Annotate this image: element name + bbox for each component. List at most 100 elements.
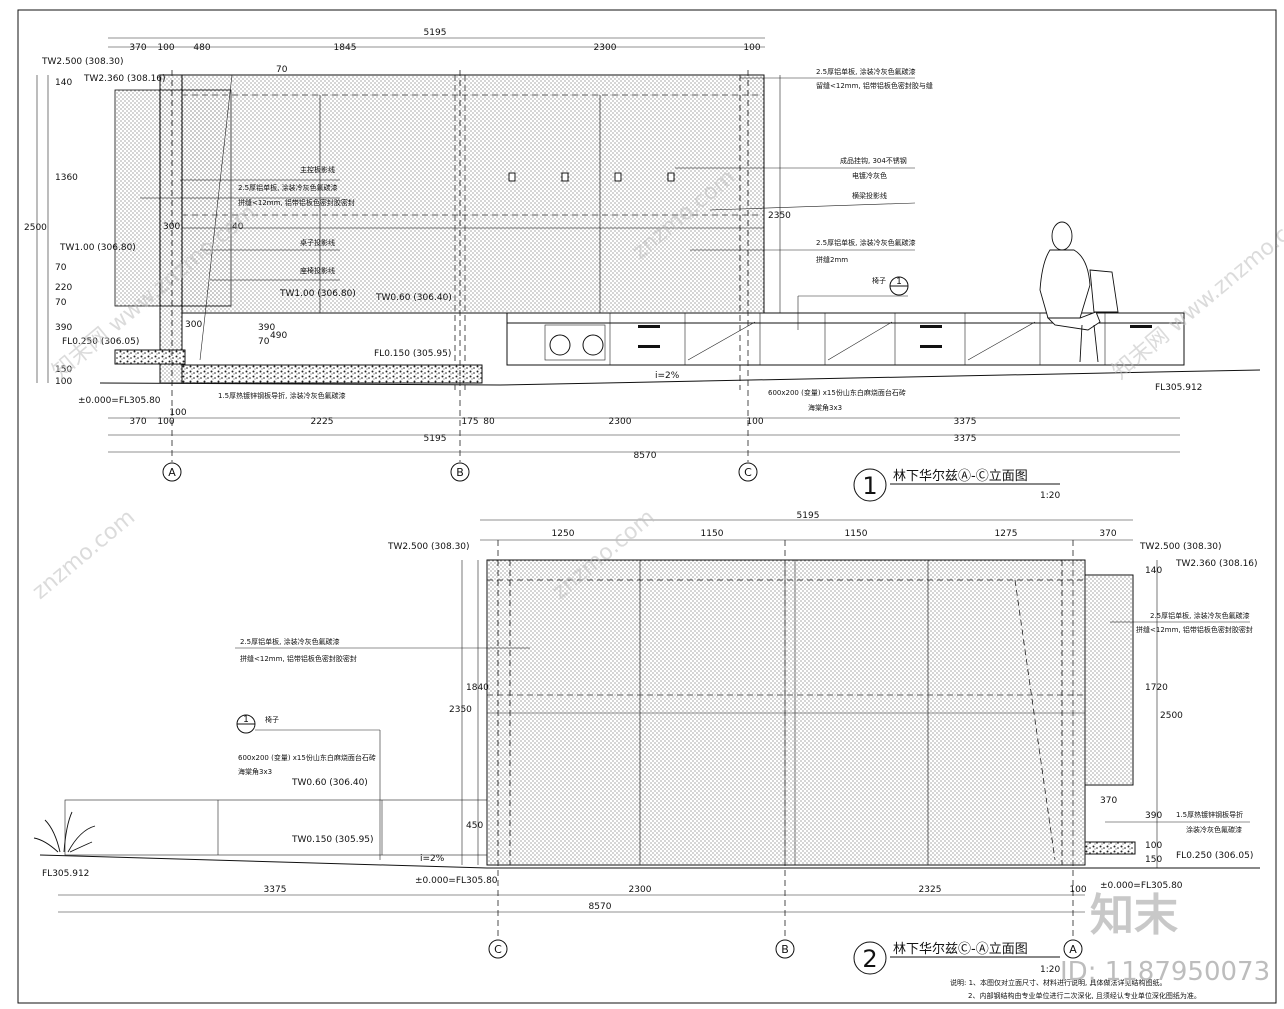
dim-label: 3375 bbox=[954, 434, 977, 444]
svg-text:1: 1 bbox=[243, 715, 249, 725]
dim-top-total: 5195 bbox=[424, 28, 447, 38]
elevation-label: TW1.00 (306.80) bbox=[59, 243, 136, 253]
dim-label: 40 bbox=[232, 222, 244, 232]
note-text: 拼缝<12mm, 铝带铝板色密封胶密封 bbox=[238, 198, 355, 207]
dim-label: 2300 bbox=[594, 43, 617, 53]
footer-note: 2、内部钢结构由专业单位进行二次深化, 且须经认专业单位深化图纸为准。 bbox=[968, 991, 1201, 1000]
elevation-1: A B C 5195 370 100 480 1845 2300 100 370… bbox=[24, 28, 1261, 502]
drawing-title: 林下华尔兹Ⓐ-Ⓒ立面图 bbox=[893, 469, 1028, 484]
dim-label: 70 bbox=[55, 263, 67, 273]
dim-label: 1250 bbox=[552, 529, 575, 539]
footer-note: 说明: 1、本图仅对立面尺寸、材料进行说明, 具体做法详见结构图纸。 bbox=[950, 978, 1167, 987]
dim-label: 100 bbox=[1069, 885, 1086, 895]
elevation-label: ±0.000=FL305.80 bbox=[415, 876, 498, 886]
dim-label: 220 bbox=[55, 283, 72, 293]
dim-label: 2500 bbox=[24, 223, 47, 233]
dim-label: 1150 bbox=[701, 529, 724, 539]
detail-reference-bubble: 1 椅子 bbox=[236, 714, 381, 860]
dim-label: 450 bbox=[466, 821, 483, 831]
brand-logo: 知末 bbox=[1090, 890, 1178, 941]
dim-label: 100 bbox=[1145, 841, 1162, 851]
dim-label: 100 bbox=[157, 417, 174, 427]
elevation-label: TW2.500 (308.30) bbox=[387, 542, 470, 552]
main-panel-2 bbox=[486, 559, 1086, 866]
note-text: 横梁投影线 bbox=[852, 191, 887, 200]
main-panel-1 bbox=[181, 74, 765, 314]
dim-label: 490 bbox=[270, 331, 287, 341]
dim-label: 390 bbox=[258, 323, 275, 333]
note-text: 拼缝2mm bbox=[816, 255, 848, 264]
elevation-label: TW2.500 (308.30) bbox=[41, 57, 124, 67]
bench-label: 椅子 bbox=[872, 276, 886, 285]
hook-icon bbox=[614, 172, 622, 182]
dim-label: 3375 bbox=[954, 417, 977, 427]
dim-label: 2300 bbox=[629, 885, 652, 895]
dim-label: 370 bbox=[1099, 529, 1116, 539]
elevation-label: TW0.60 (306.40) bbox=[291, 778, 368, 788]
slope-label: i=2% bbox=[420, 854, 445, 864]
elevation-label: ±0.000=FL305.80 bbox=[78, 396, 161, 406]
elevation-label: TW2.500 (308.30) bbox=[1139, 542, 1222, 552]
dim-label: 1275 bbox=[995, 529, 1018, 539]
svg-text:1: 1 bbox=[896, 277, 902, 287]
dim-label: 140 bbox=[1145, 566, 1162, 576]
dim-label: 175 bbox=[461, 417, 478, 427]
note-text: 600x200 (变量) x15份山东白麻烧面台石砖 bbox=[768, 388, 906, 397]
dim-label: 80 bbox=[483, 417, 495, 427]
dim-label: 1720 bbox=[1145, 683, 1168, 693]
hook-icon bbox=[561, 172, 569, 182]
svg-text:2: 2 bbox=[862, 945, 877, 973]
grid-bubble-a: A bbox=[162, 462, 182, 482]
drawing-scale: 1:20 bbox=[1040, 965, 1060, 975]
note-text: 2.5厚铝单板, 涂装冷灰色氟碳漆 bbox=[240, 637, 340, 646]
dim-total: 8570 bbox=[589, 902, 612, 912]
elevation-label: TW1.00 (306.80) bbox=[279, 289, 356, 299]
grid-bubble-b: B bbox=[775, 939, 795, 959]
note-text: 桌子投影线 bbox=[300, 238, 335, 247]
right-panel-hatch bbox=[1084, 574, 1134, 786]
dim-label: 390 bbox=[55, 323, 72, 333]
base-gravel bbox=[181, 364, 483, 384]
elevation-label: FL0.150 (305.95) bbox=[374, 349, 451, 359]
dim-label: 370 bbox=[1100, 796, 1117, 806]
note-text: 2.5厚铝单板, 涂装冷灰色氟碳漆 bbox=[238, 183, 338, 192]
dim-total: 8570 bbox=[634, 451, 657, 461]
dim-label: 100 bbox=[746, 417, 763, 427]
dim-label: 2225 bbox=[311, 417, 334, 427]
note-text: 成品挂钩, 304不锈钢 bbox=[840, 156, 907, 165]
dim-label: 370 bbox=[129, 417, 146, 427]
hook-icon bbox=[667, 172, 675, 182]
svg-text:C: C bbox=[494, 943, 502, 956]
elevation-label: FL0.250 (306.05) bbox=[62, 337, 139, 347]
dim-label: 2500 bbox=[1160, 711, 1183, 721]
note-text: 座椅投影线 bbox=[300, 266, 335, 275]
drawing-title: 林下华尔兹Ⓒ-Ⓐ立面图 bbox=[893, 942, 1028, 957]
drawing-title-2: 2 林下华尔兹Ⓒ-Ⓐ立面图 1:20 bbox=[853, 941, 1060, 975]
dim-label: 2350 bbox=[449, 705, 472, 715]
base-gravel bbox=[1084, 841, 1136, 855]
elevation-label: FL305.912 bbox=[1155, 383, 1202, 393]
watermark: 知末网 www.znzmo.com bbox=[1108, 200, 1284, 385]
dim-label: 2300 bbox=[609, 417, 632, 427]
elevation-2: C B A 5195 1250 1150 1150 1275 370 3375 … bbox=[33, 511, 1260, 975]
dim-label: 370 bbox=[129, 43, 146, 53]
hook-icon bbox=[508, 172, 516, 182]
dim-label: 100 bbox=[743, 43, 760, 53]
elevation-label: TW2.360 (308.16) bbox=[83, 74, 166, 84]
dim-label: 3375 bbox=[264, 885, 287, 895]
elevation-label: ±0.000=FL305.80 bbox=[1100, 881, 1183, 891]
svg-text:A: A bbox=[1069, 943, 1077, 956]
note-text: 涂装冷灰色氟碳漆 bbox=[1186, 825, 1242, 834]
dim-label: 70 bbox=[258, 337, 270, 347]
slope-label: i=2% bbox=[655, 371, 680, 381]
dim-label: 390 bbox=[1145, 811, 1162, 821]
svg-text:B: B bbox=[456, 466, 464, 479]
dim-label: 150 bbox=[55, 365, 72, 375]
note-text: 600x200 (变量) x15份山东白麻烧面台石砖 bbox=[238, 753, 376, 762]
note-text: 主控板影线 bbox=[300, 165, 335, 174]
elevation-label: TW0.150 (305.95) bbox=[291, 835, 374, 845]
svg-text:B: B bbox=[781, 943, 789, 956]
note-text: 留缝<12mm, 铝带铝板色密封胶与缝 bbox=[816, 81, 933, 90]
grid-bubble-a: A bbox=[1063, 939, 1083, 959]
